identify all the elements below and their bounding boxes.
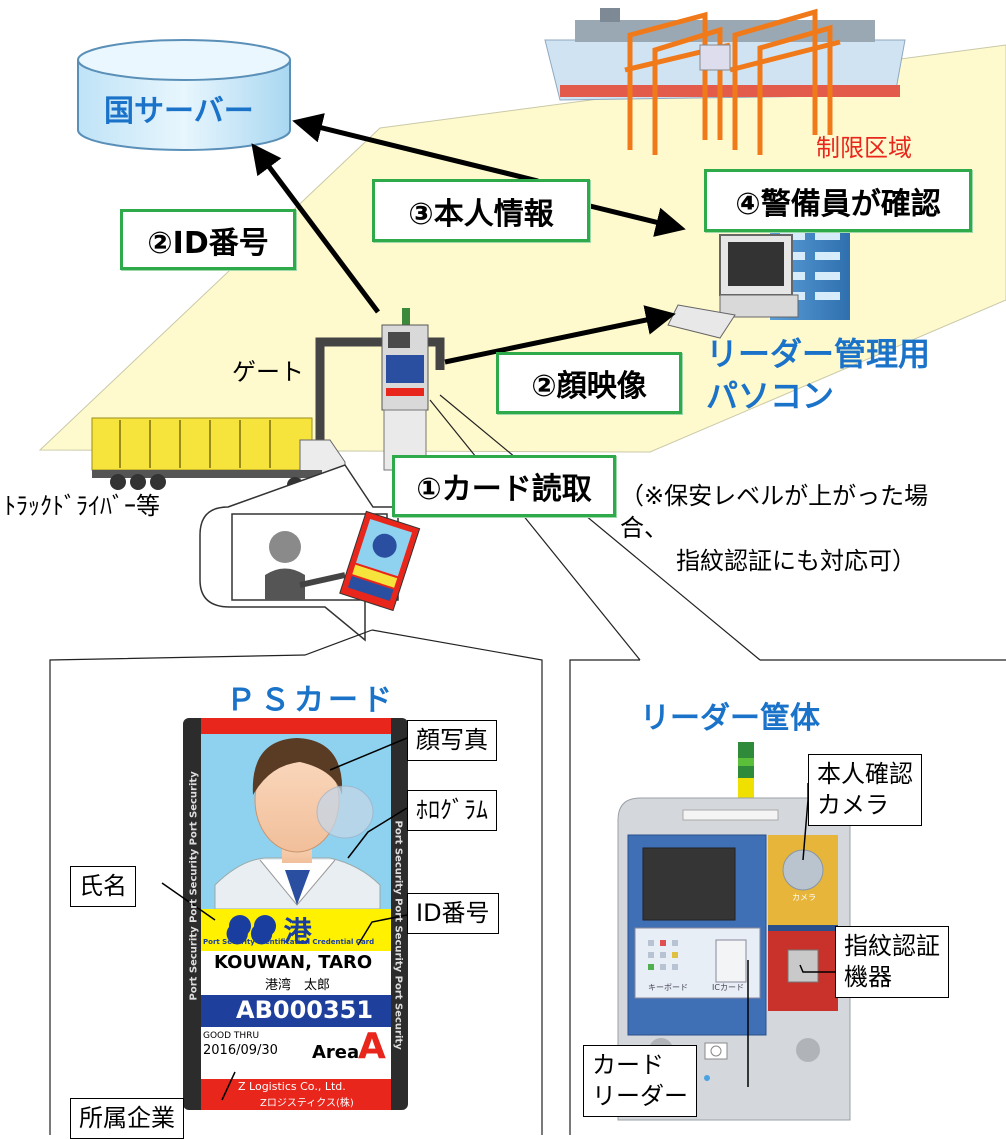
label-company: 所属企業 — [70, 1098, 184, 1139]
label-id-camera-line2: カメラ — [817, 791, 889, 820]
reader-heading: リーダー筐体 — [640, 701, 820, 736]
driver-figure-icon — [265, 531, 346, 600]
card-company-jp: Zロジスティクス(株) — [260, 1098, 354, 1109]
restricted-area-label: 制限区域 — [816, 134, 912, 162]
label-name: 氏名 — [70, 866, 136, 908]
label-id-camera-line1: 本人確認 — [817, 760, 913, 788]
card-holder-name: KOUWAN, TARO — [214, 952, 373, 973]
flow-arrows — [251, 113, 686, 365]
step-guard-confirm: ④警備員が確認 — [704, 169, 972, 232]
server-label: 国サーバー — [104, 94, 254, 129]
label-fingerprint-device: 指紋認証 機器 — [835, 926, 949, 999]
gate-frame — [315, 337, 445, 478]
label-hologram: ﾎﾛｸﾞﾗﾑ — [407, 790, 497, 832]
reader-ic-label: ICカード — [712, 983, 744, 992]
label-id-number: ID番号 — [407, 893, 499, 935]
label-face-photo: 顔写真 — [407, 720, 497, 762]
label-fingerprint-line1: 指紋認証 — [844, 932, 940, 960]
reader-housing-illustration — [617, 742, 851, 1121]
label-fingerprint-line2: 機器 — [844, 963, 892, 992]
reader-keypad-label: キーボード — [648, 983, 688, 992]
label-id-camera: 本人確認 カメラ — [808, 754, 922, 827]
note-line3: 指紋認証にも対応可） — [676, 546, 916, 575]
reader-camera-tag: カメラ — [792, 893, 816, 902]
ps-card-illustration — [183, 718, 408, 1110]
callout-lines — [49, 394, 1006, 1135]
card-side-text-right: Port Security Port Security Port Securit… — [392, 820, 404, 1050]
card-port-mark: ●● 港 — [225, 915, 312, 948]
reader-terminal-icon — [381, 308, 429, 471]
ship-with-cranes-icon — [544, 8, 906, 155]
step-id-number-text: ②ID番号 — [147, 225, 269, 261]
step-face-video: ②顔映像 — [496, 352, 682, 414]
step-guard-confirm-text: ④警備員が確認 — [735, 186, 941, 222]
gate-label: ゲート — [232, 358, 304, 386]
fingerprint-note: （※保安レベルが上がった場 合、 指紋認証にも対応可） — [620, 480, 928, 577]
national-server-icon — [77, 39, 291, 151]
pc-label-line2: パソコン — [706, 376, 835, 415]
note-line1: （※保安レベルが上がった場 — [620, 482, 929, 510]
card-title: Port Security Identification Credential … — [203, 938, 375, 946]
card-area-label: Area — [312, 1042, 360, 1063]
label-card-reader: カード リーダー — [583, 1045, 697, 1118]
card-in-hand-icon — [339, 510, 421, 612]
step-card-read: ①カード読取 — [392, 455, 616, 517]
note-line2: 合、 — [620, 514, 668, 543]
card-holder-name-jp: 港湾 太郎 — [265, 978, 331, 993]
card-good-thru-label: GOOD THRU — [203, 1031, 260, 1041]
step-face-video-text: ②顔映像 — [531, 369, 647, 404]
step-id-number: ②ID番号 — [120, 209, 296, 270]
pc-label: リーダー管理用 パソコン — [706, 334, 930, 417]
ps-card-heading: ＰＳカード — [226, 683, 396, 718]
pc-label-line1: リーダー管理用 — [706, 335, 931, 373]
label-card-reader-line2: リーダー — [592, 1082, 688, 1111]
management-pc-icon — [667, 234, 799, 339]
card-area-letter: A — [358, 1026, 386, 1067]
card-good-thru: 2016/09/30 — [203, 1043, 278, 1058]
card-side-text-left: Port Security Port Security Port Securit… — [188, 771, 200, 1001]
label-card-reader-line1: カード — [592, 1051, 664, 1079]
step-card-read-text: ①カード読取 — [416, 472, 592, 507]
card-company-en: Z Logistics Co., Ltd. — [238, 1080, 346, 1093]
driver-label: ﾄﾗｯｸﾄﾞﾗｲﾊﾞｰ等 — [4, 492, 160, 520]
step-personal-info-text: ③本人情報 — [408, 196, 554, 232]
step-personal-info: ③本人情報 — [372, 179, 590, 242]
card-id-value: AB000351 — [236, 996, 374, 1024]
